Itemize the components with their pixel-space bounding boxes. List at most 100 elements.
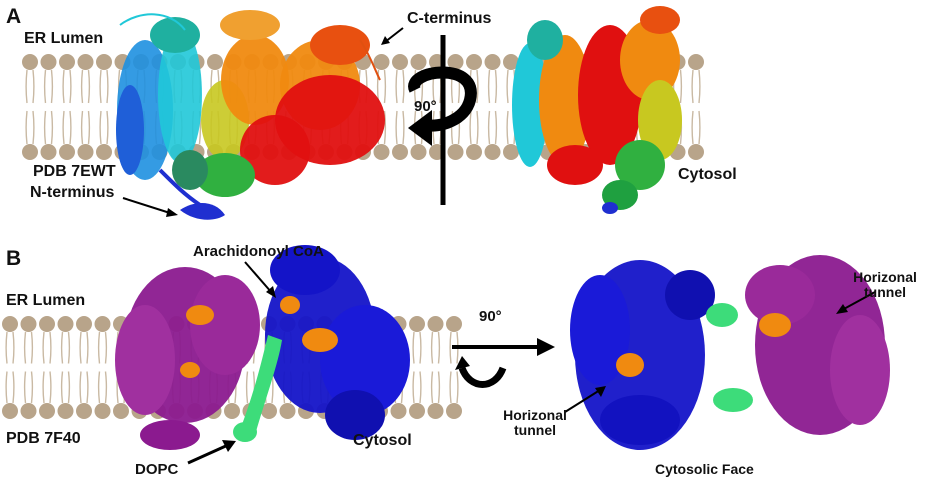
lipid-tail — [412, 331, 415, 364]
lipid-head — [57, 316, 74, 332]
lipid-tail — [50, 110, 54, 145]
er-lumen-label-a: ER Lumen — [24, 30, 104, 47]
tunnel-label-left-line2: tunnel — [514, 422, 556, 439]
cytosol-label-a: Cytosol — [678, 166, 737, 183]
lipid-head — [207, 54, 223, 70]
lipid-head — [20, 403, 37, 419]
lipid-head — [446, 316, 462, 332]
lipid-head — [20, 316, 37, 332]
lipid-tail — [43, 69, 47, 104]
lipid-tail — [25, 110, 28, 145]
lipid-tail — [487, 69, 491, 104]
panel-letter-b: B — [6, 247, 22, 270]
lipid-head — [224, 403, 240, 419]
lipid-tail — [97, 331, 101, 364]
lipid-tail — [437, 371, 441, 404]
lipid-tail — [395, 110, 398, 145]
lipid-tail — [67, 331, 71, 364]
lipid-tail — [104, 331, 108, 364]
lipid-tail — [104, 371, 108, 404]
lipid-tail — [32, 110, 35, 145]
lipid-head — [392, 144, 408, 160]
lipid-head — [40, 54, 57, 70]
rotation-indicator-b — [452, 338, 555, 388]
lipid-tail — [395, 69, 398, 104]
lipid-head — [279, 403, 296, 419]
lipid-head — [390, 403, 407, 419]
lipid-tail — [69, 69, 72, 104]
tunnel-label-left-line1: Horizonal — [503, 407, 567, 423]
lipid-tail — [43, 110, 47, 145]
lipid-head — [59, 54, 75, 70]
cytosolic-face-label: Cytosolic Face — [655, 461, 754, 477]
lipid-tail — [42, 371, 45, 404]
lipid-tail — [79, 331, 82, 364]
lipid-tail — [383, 110, 387, 145]
lipid-tail — [79, 371, 82, 404]
pdb-id-label-a: PDB 7EWT — [33, 163, 116, 180]
lipid-tail — [245, 371, 249, 404]
panel-b-figure — [2, 245, 890, 465]
rotation-label-b: 90° — [479, 308, 502, 325]
lipid-tail — [67, 371, 71, 404]
lipid-tail — [25, 69, 28, 104]
lipid-tail — [402, 69, 405, 104]
lipid-head — [503, 144, 519, 160]
lipid-head — [94, 403, 111, 419]
lipid-tail — [60, 371, 64, 404]
protein-dimer-side-view — [115, 245, 410, 450]
lipid-head — [96, 144, 112, 160]
lipid-head — [447, 144, 464, 160]
dopc-arrow — [187, 443, 229, 465]
lipid-tail — [99, 69, 102, 104]
lipid-tail — [23, 331, 27, 364]
panel-b: B Arachidonoyl CoA ER Lumen PDB 7F40 Cyt… — [0, 240, 927, 488]
panel-a: A ER Lumen C-terminus 90° PDB 7EWT N-ter… — [0, 0, 927, 235]
lipid-tail — [449, 331, 452, 364]
lipid-tail — [32, 69, 35, 104]
lipid-head — [427, 403, 444, 419]
lipid-head — [76, 316, 92, 332]
cytosol-label-b: Cytosol — [353, 432, 412, 449]
er-lumen-label-b: ER Lumen — [6, 292, 86, 309]
lipid-tail — [469, 110, 472, 145]
lipid-head — [688, 144, 704, 160]
lipid-tail — [494, 110, 498, 145]
protein-rainbow-front-view — [116, 10, 385, 220]
lipid-tail — [430, 331, 434, 364]
lipid-head — [427, 316, 444, 332]
lipid-tail — [87, 69, 91, 104]
lipid-head — [688, 54, 704, 70]
lipid-tail — [23, 371, 27, 404]
lipid-head — [77, 54, 94, 70]
lipid-head — [59, 144, 75, 160]
lipid-head — [22, 144, 38, 160]
c-terminus-arrow — [384, 27, 404, 43]
lipid-tail — [691, 69, 694, 104]
lipid-head — [77, 144, 94, 160]
arachidonoyl-arrow — [244, 261, 273, 294]
lipid-head — [96, 54, 112, 70]
lipid-head — [39, 316, 55, 332]
lipid-tail — [87, 110, 91, 145]
pdb-id-label-b: PDB 7F40 — [6, 430, 81, 447]
lipid-tail — [419, 371, 422, 404]
lipid-head — [94, 316, 111, 332]
lipid-tail — [506, 110, 509, 145]
lipid-head — [57, 403, 74, 419]
protein-rainbow-rotated-view — [512, 6, 682, 214]
lipid-head — [113, 403, 129, 419]
lipid-head — [76, 403, 92, 419]
lipid-head — [409, 403, 425, 419]
lipid-tail — [691, 110, 694, 145]
lipid-tail — [5, 331, 8, 364]
lipid-tail — [30, 331, 34, 364]
lipid-head — [22, 54, 38, 70]
lipid-tail — [62, 110, 65, 145]
lipid-tail — [12, 371, 15, 404]
tunnel-label-right-line2: tunnel — [864, 284, 906, 301]
lipid-tail — [97, 371, 101, 404]
lipid-tail — [698, 110, 701, 145]
tunnel-label-right: Horizonal tunnel — [850, 269, 920, 301]
lipid-head — [392, 54, 408, 70]
